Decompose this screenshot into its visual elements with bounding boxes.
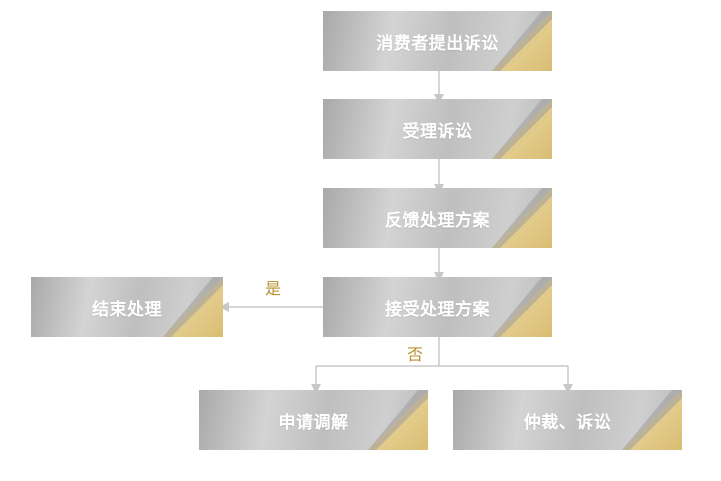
node-label: 接受处理方案	[385, 299, 490, 320]
branch-label-yes: 是	[265, 279, 282, 298]
branch-label-no: 否	[407, 345, 424, 364]
node-arbitration-litigation: 仲裁、诉讼	[453, 390, 682, 450]
node-accept-complaint: 受理诉讼	[323, 99, 552, 159]
node-label: 反馈处理方案	[385, 210, 490, 231]
node-accept-plan: 接受处理方案	[323, 277, 552, 337]
node-label: 申请调解	[278, 412, 349, 433]
node-end-processing: 结束处理	[31, 277, 223, 337]
node-submit-complaint: 消费者提出诉讼	[323, 11, 552, 71]
node-label: 消费者提出诉讼	[376, 33, 499, 54]
node-label: 结束处理	[92, 299, 162, 320]
node-label: 仲裁、诉讼	[523, 412, 612, 433]
node-apply-mediation: 申请调解	[199, 390, 428, 450]
node-feedback-plan: 反馈处理方案	[323, 188, 552, 248]
node-label: 受理诉讼	[402, 121, 473, 142]
